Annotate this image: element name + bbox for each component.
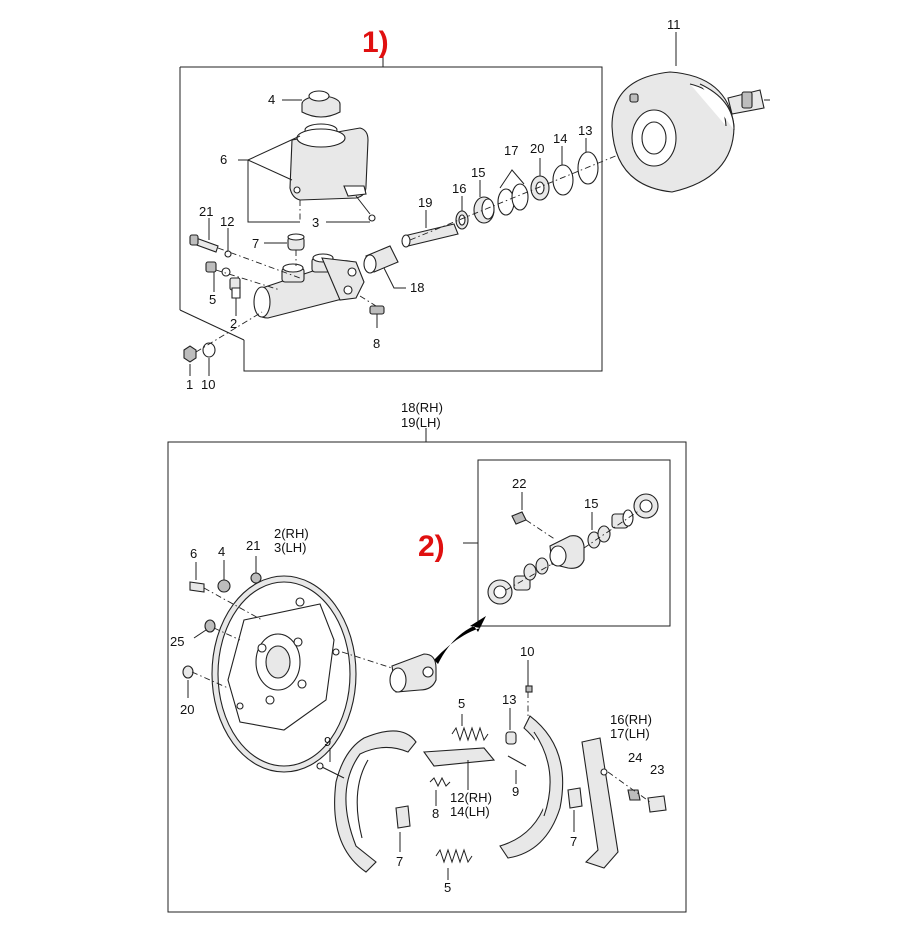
label-9-right: 9 (512, 784, 519, 799)
push-rod (403, 223, 459, 247)
return-spring-bottom (435, 848, 473, 864)
label-6: 6 (220, 152, 227, 167)
label-18: 18 (410, 280, 424, 295)
header-18rh: 18(RH) (401, 400, 443, 415)
label-2rh: 2(RH) (274, 526, 309, 541)
label-3: 3 (312, 215, 319, 230)
section2-frame (167, 441, 687, 913)
label-5: 5 (209, 292, 216, 307)
rear-drum-brake-assembly: 18(RH) 19(LH) 2) (167, 400, 687, 913)
label-21: 21 (199, 204, 213, 219)
label-16rh: 16(RH) (610, 712, 652, 727)
label-20-plate: 20 (180, 702, 194, 717)
label-14lh: 14(LH) (450, 804, 490, 819)
label-25: 25 (170, 634, 184, 649)
brake-booster (611, 32, 770, 193)
label-4-plate: 4 (218, 544, 225, 559)
label-1: 1 (186, 377, 193, 392)
label-5-top: 5 (458, 696, 465, 711)
section1-marker: 1) (362, 26, 389, 59)
label-8: 8 (373, 336, 380, 351)
label-16: 16 (452, 181, 466, 196)
label-6-plate: 6 (190, 546, 197, 561)
label-13-plate: 13 (502, 692, 516, 707)
label-20: 20 (530, 141, 544, 156)
label-4: 4 (268, 92, 275, 107)
brake-shoe-left (334, 730, 417, 873)
label-17lh: 17(LH) (610, 726, 650, 741)
label-2: 2 (230, 316, 237, 331)
parking-brake-lever (581, 737, 619, 869)
label-17: 17 (504, 143, 518, 158)
label-7-left: 7 (396, 854, 403, 869)
label-11: 11 (667, 17, 681, 32)
label-22: 22 (512, 476, 526, 491)
label-7-right: 7 (570, 834, 577, 849)
label-23: 23 (650, 762, 664, 777)
label-24: 24 (628, 750, 642, 765)
label-5-bottom: 5 (444, 880, 451, 895)
section1-frame (180, 66, 603, 372)
label-10: 10 (201, 377, 215, 392)
pointer-arrow (434, 616, 486, 664)
return-spring-top (451, 726, 489, 742)
header-19lh: 19(LH) (401, 415, 441, 430)
label-8-plate: 8 (432, 806, 439, 821)
backing-plate (211, 575, 357, 773)
label-7: 7 (252, 236, 259, 251)
label-13: 13 (578, 123, 592, 138)
label-15: 15 (471, 165, 485, 180)
label-15-inset: 15 (584, 496, 598, 511)
adjuster (422, 747, 496, 767)
label-3lh: 3(LH) (274, 540, 307, 555)
section2-marker: 2) (418, 530, 445, 563)
label-14: 14 (553, 131, 567, 146)
label-21-plate: 21 (246, 538, 260, 553)
label-10-plate: 10 (520, 644, 534, 659)
label-9-left: 9 (324, 734, 331, 749)
label-12: 12 (220, 214, 234, 229)
label-19: 19 (418, 195, 432, 210)
master-cylinder-assembly: 1) (179, 17, 770, 392)
adjuster-spring (429, 776, 451, 788)
label-12rh: 12(RH) (450, 790, 492, 805)
